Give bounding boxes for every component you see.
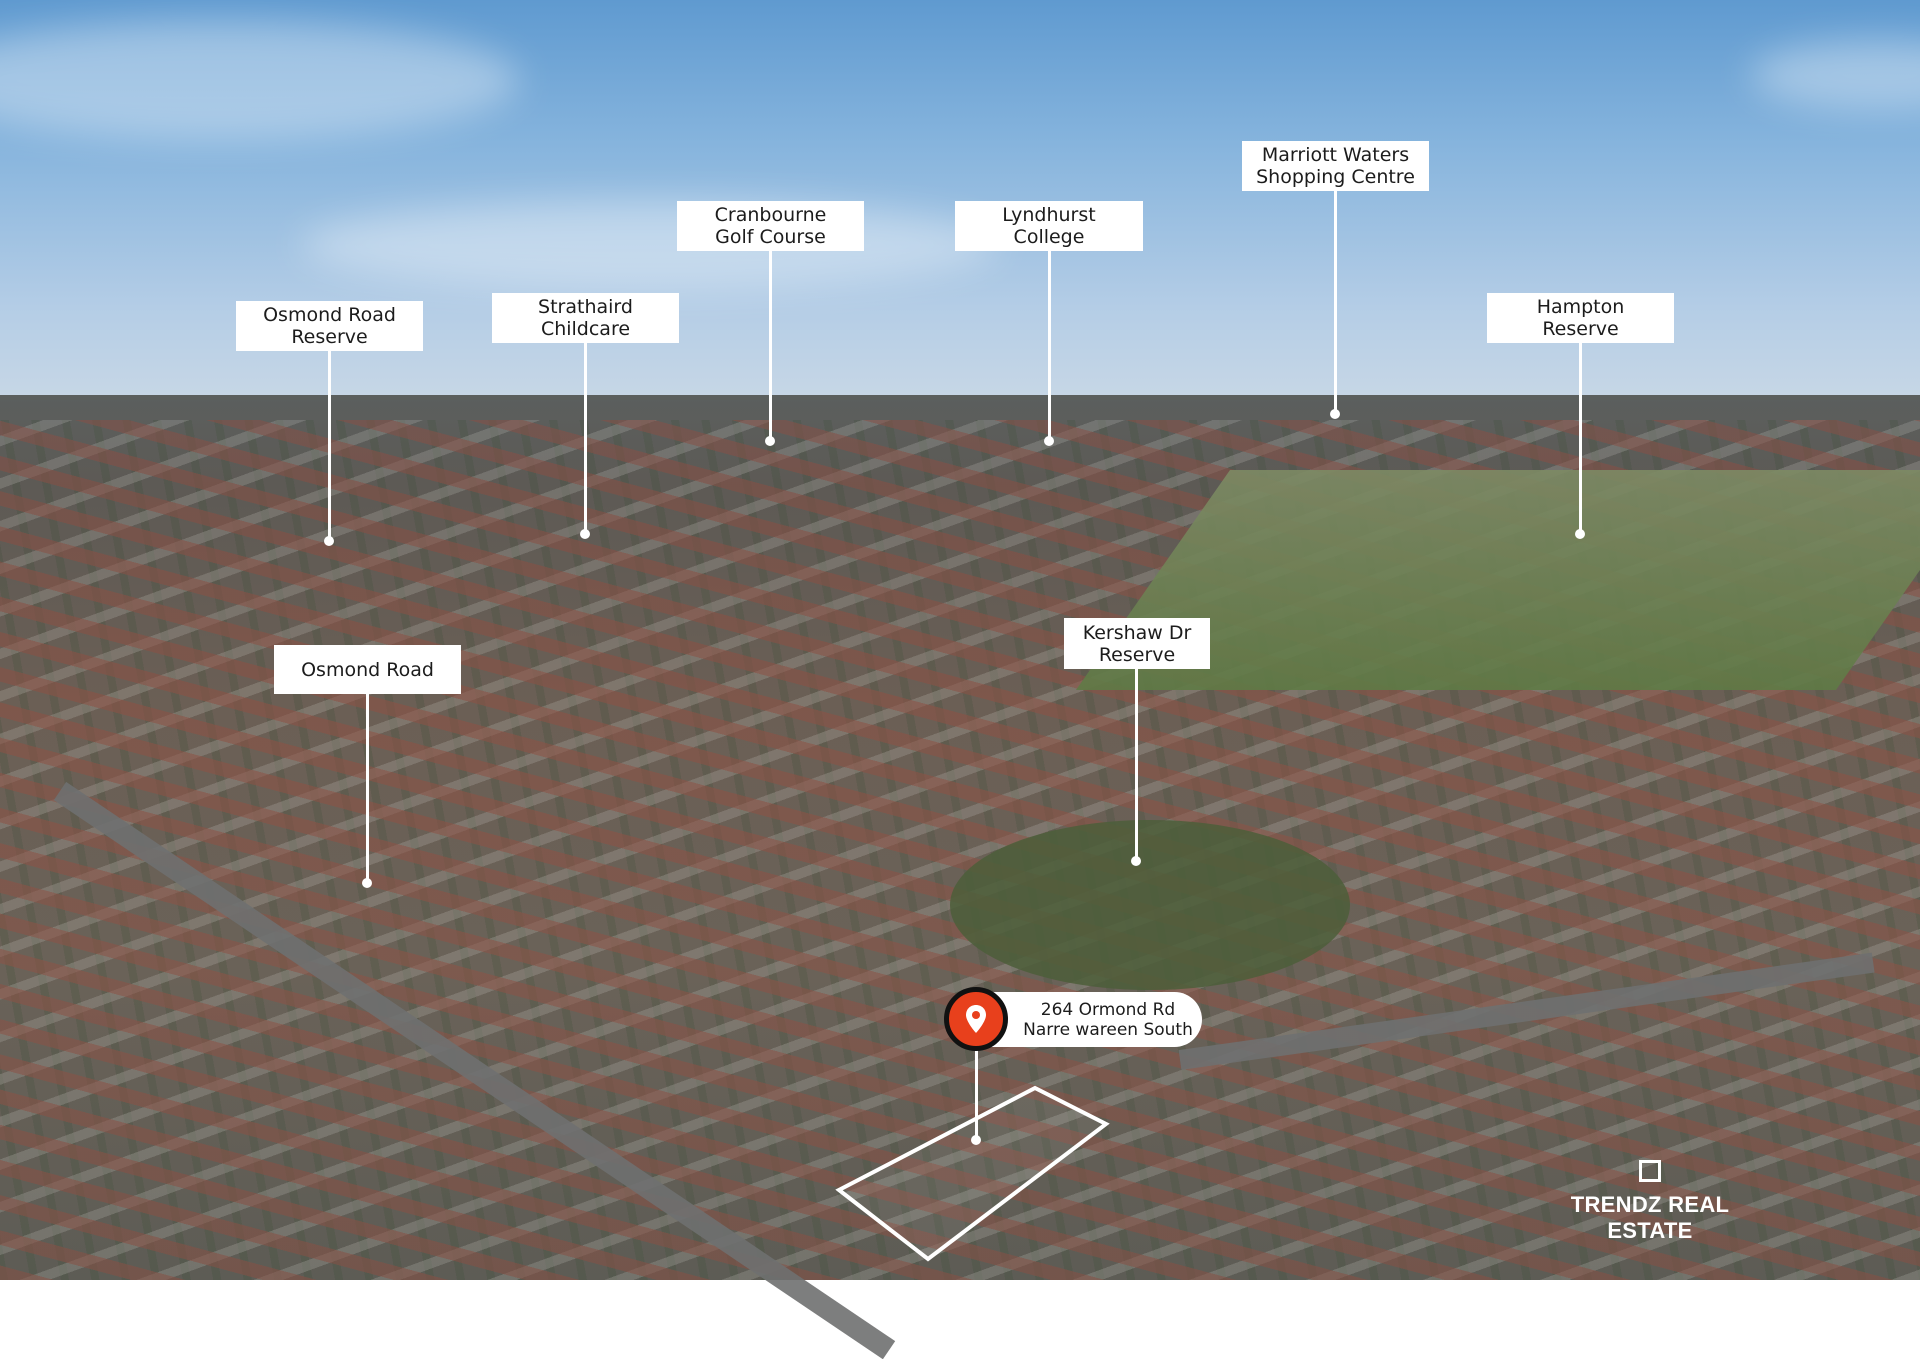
kershaw-park <box>950 820 1350 990</box>
address-line2: Narre wareen South <box>1023 1019 1193 1040</box>
address-line1: 264 Ormond Rd <box>1040 999 1176 1020</box>
square-logo-icon <box>1639 1160 1661 1182</box>
cloud <box>0 20 520 140</box>
brand-logo: TRENDZ REAL ESTATE <box>1530 1160 1770 1244</box>
map-pin-icon <box>944 987 1008 1051</box>
property-outline <box>0 0 1920 1280</box>
brand-name: TRENDZ REAL ESTATE <box>1570 1192 1730 1243</box>
cloud <box>300 200 1000 290</box>
address-label: 264 Ormond Rd Narre wareen South <box>970 992 1202 1047</box>
